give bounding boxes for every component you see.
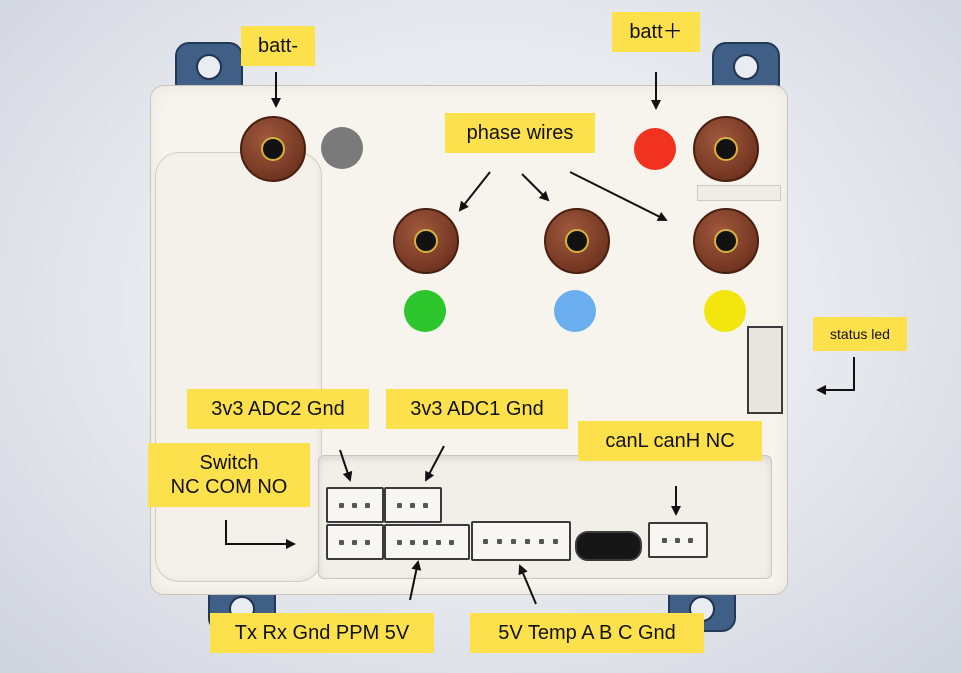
- arrow-adc2: [339, 449, 353, 482]
- label-adc1: 3v3 ADC1 Gnd: [386, 389, 568, 429]
- phase-terminal-b: [544, 208, 610, 274]
- arrow-hall: [518, 564, 537, 605]
- batt-plus-terminal: [693, 116, 759, 182]
- phase-terminal-c: [693, 208, 759, 274]
- label-phase-wires: phase wires: [445, 113, 595, 153]
- switch-connector: [326, 524, 384, 560]
- housing-ledge: [697, 185, 781, 201]
- arrow-status-led: [816, 357, 855, 395]
- uart-connector: [384, 524, 470, 560]
- label-uart: Tx Rx Gnd PPM 5V: [210, 613, 434, 653]
- batt-minus-dot: [321, 127, 363, 169]
- mount-hole: [196, 54, 222, 80]
- label-status-led: status led: [813, 317, 907, 351]
- status-led-window: [747, 326, 783, 414]
- arrow-adc1: [425, 445, 445, 482]
- arrow-uart: [409, 560, 422, 601]
- phase-dot-blue: [554, 290, 596, 332]
- label-batt-minus: batt-: [241, 26, 315, 66]
- batt-minus-terminal: [240, 116, 306, 182]
- mount-hole: [733, 54, 759, 80]
- arrow-phase-b: [521, 173, 550, 202]
- label-switch: Switch NC COM NO: [148, 443, 310, 507]
- label-switch-line2: NC COM NO: [170, 476, 288, 498]
- hall-connector: [471, 521, 571, 561]
- adc1-connector: [384, 487, 442, 523]
- label-hall: 5V Temp A B C Gnd: [470, 613, 704, 653]
- arrow-phase-a: [458, 171, 491, 212]
- arrow-phase-c: [569, 171, 668, 221]
- phase-terminal-a: [393, 208, 459, 274]
- phase-dot-yellow: [704, 290, 746, 332]
- label-can: canL canH NC: [578, 421, 762, 461]
- label-switch-line1: Switch: [199, 452, 259, 474]
- label-adc2: 3v3 ADC2 Gnd: [187, 389, 369, 429]
- side-recess: [155, 152, 322, 582]
- adc2-connector: [326, 487, 384, 523]
- arrow-switch: [225, 520, 296, 549]
- phase-dot-green: [404, 290, 446, 332]
- usb-port: [575, 531, 642, 561]
- can-connector: [648, 522, 708, 558]
- label-batt-plus: batt＋: [612, 12, 700, 52]
- batt-plus-dot: [634, 128, 676, 170]
